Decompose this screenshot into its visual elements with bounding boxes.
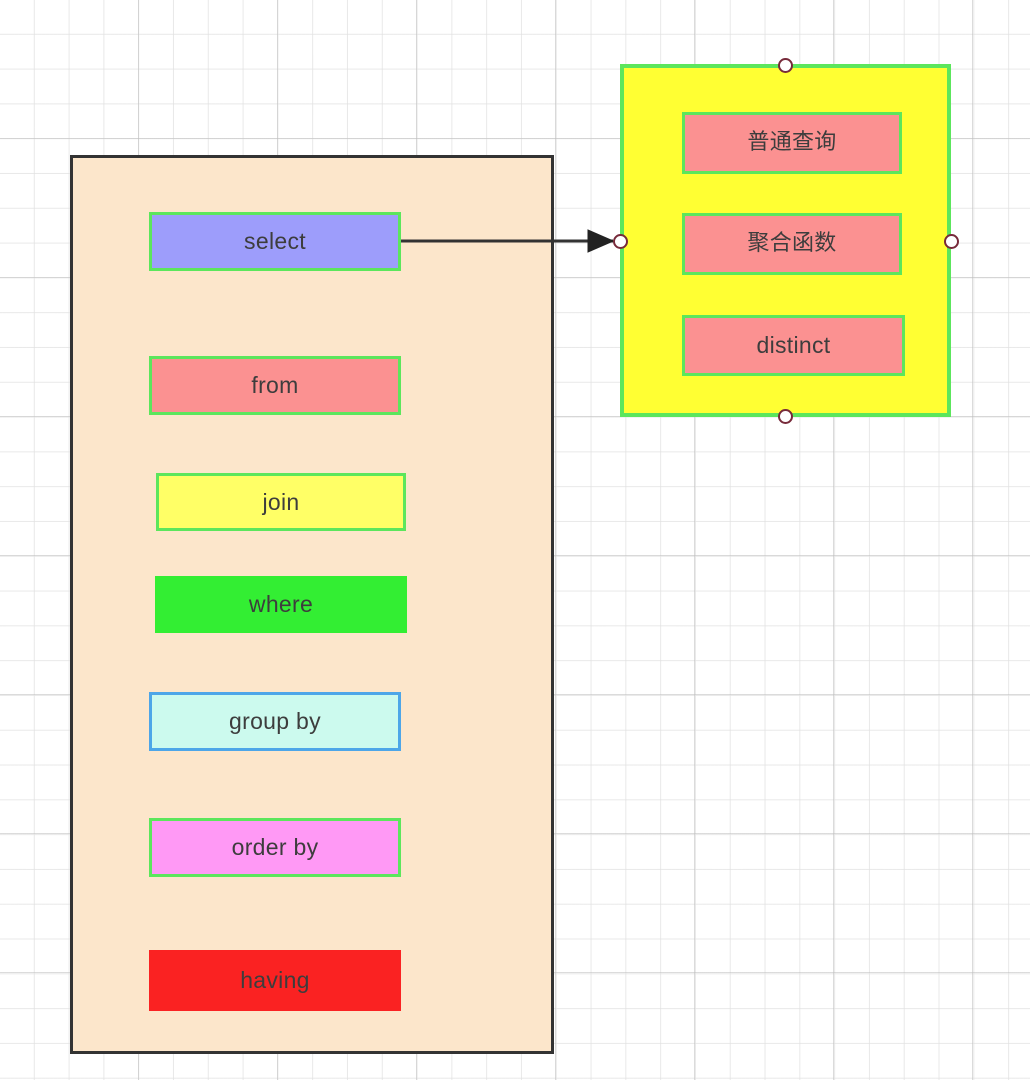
clause-node-3[interactable]: join xyxy=(156,473,406,531)
clause-node-label: from xyxy=(251,372,299,398)
clause-node-label: having xyxy=(240,967,310,993)
detail-node-label: 聚合函数 xyxy=(747,231,837,256)
detail-node-1[interactable]: 普通查询 xyxy=(682,112,902,174)
clause-node-label: select xyxy=(244,228,306,254)
clause-node-2[interactable]: from xyxy=(149,356,401,415)
clause-node-4[interactable]: where xyxy=(155,576,407,633)
clause-node-7[interactable]: having xyxy=(149,950,401,1011)
detail-node-3[interactable]: distinct xyxy=(682,315,905,376)
clause-node-label: order by xyxy=(231,834,319,860)
clause-node-label: where xyxy=(248,591,314,617)
endpoint-top[interactable] xyxy=(778,58,793,73)
clause-node-1[interactable]: select xyxy=(149,212,401,271)
clause-node-label: join xyxy=(262,488,300,515)
endpoint-right[interactable] xyxy=(944,234,959,249)
detail-node-label: 普通查询 xyxy=(747,130,837,155)
clause-node-label: group by xyxy=(229,708,321,734)
endpoint-bottom[interactable] xyxy=(778,409,793,424)
endpoint-left[interactable] xyxy=(613,234,628,249)
detail-node-label: distinct xyxy=(756,332,831,358)
clause-node-6[interactable]: order by xyxy=(149,818,401,877)
clause-node-5[interactable]: group by xyxy=(149,692,401,751)
detail-node-2[interactable]: 聚合函数 xyxy=(682,213,902,275)
